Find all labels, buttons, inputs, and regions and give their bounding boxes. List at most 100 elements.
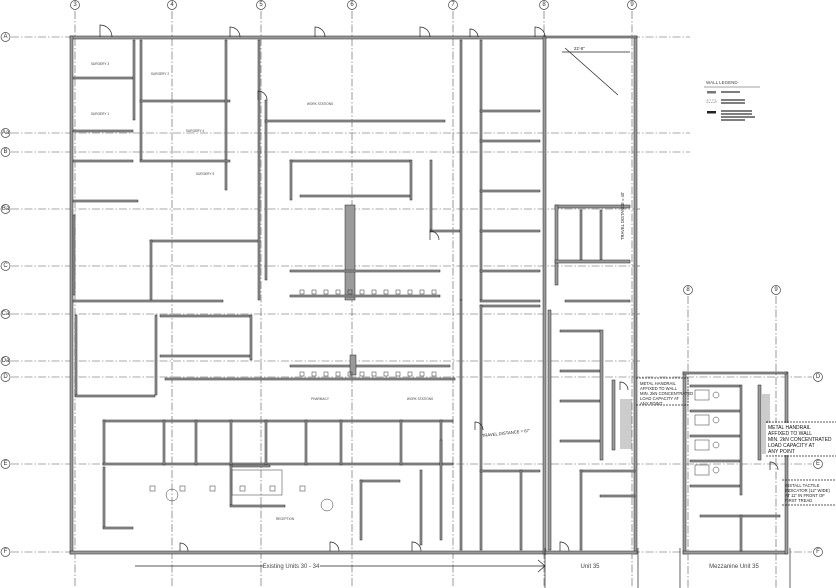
grid-bubble — [813, 459, 823, 469]
tactile-indicator-note: INSTALL TACTILE INDICATOR (12" WIDE) AT … — [782, 479, 836, 506]
svg-text:LOAD CAPACITY AT: LOAD CAPACITY AT — [640, 396, 680, 401]
dimension-top: 22'-8" — [574, 46, 585, 51]
chair — [359, 289, 365, 295]
grid-label: Da — [2, 358, 10, 364]
wall — [229, 419, 233, 466]
chair — [407, 371, 413, 377]
wall — [479, 469, 541, 473]
svg-text:ANY POINT: ANY POINT — [768, 449, 795, 455]
wall — [757, 384, 762, 461]
grid-bubble — [0, 128, 11, 138]
table — [320, 498, 334, 512]
wall — [554, 204, 559, 286]
wall — [159, 314, 251, 318]
wall — [559, 369, 601, 373]
door-swing — [469, 28, 479, 38]
door-swing — [179, 542, 189, 552]
door-swing — [411, 541, 422, 552]
grid-bubble — [347, 0, 357, 10]
svg-text:AT 11" IN FRONT OF: AT 11" IN FRONT OF — [785, 493, 825, 498]
wall — [264, 119, 446, 123]
room-label: WORK STATIONS — [407, 397, 433, 401]
wall — [72, 129, 134, 133]
grid-label: D — [816, 374, 821, 380]
unit-35-label: Unit 35 — [580, 564, 600, 570]
svg-text:METAL HANDRAIL: METAL HANDRAIL — [640, 381, 677, 386]
wall — [554, 204, 631, 209]
grid-bubble — [70, 0, 80, 10]
wall — [479, 39, 483, 301]
svg-text:INDICATOR (12" WIDE): INDICATOR (12" WIDE) — [785, 488, 830, 493]
chair — [209, 485, 216, 492]
wall — [289, 159, 411, 163]
wall — [102, 419, 106, 466]
room-label: SURGERY 2 — [151, 72, 170, 76]
door-swing — [419, 26, 431, 38]
grid-bubble — [0, 204, 11, 214]
wall — [264, 99, 268, 281]
grid-bubble — [256, 0, 266, 10]
grid-bubble — [813, 547, 823, 557]
grid-bubble — [0, 459, 11, 469]
wall — [554, 259, 631, 264]
wall — [69, 35, 547, 40]
door-swing — [429, 230, 440, 241]
grid-label: 9 — [630, 2, 634, 8]
chair — [371, 289, 377, 295]
grid-label: E — [3, 461, 7, 467]
wall — [429, 229, 461, 233]
wall — [249, 314, 253, 361]
room-label: WORK STATIONS — [307, 102, 333, 106]
grid-label: E — [816, 461, 820, 467]
chair — [371, 371, 377, 377]
svg-text:MIN. 2kN CONCENTRATED: MIN. 2kN CONCENTRATED — [768, 437, 832, 443]
svg-text:METAL HANDRAIL: METAL HANDRAIL — [768, 425, 811, 431]
wall — [479, 189, 541, 193]
wall — [682, 550, 788, 555]
wall — [559, 439, 601, 443]
wall — [102, 462, 454, 466]
existing-units-label: Existing Units 30 - 34 — [263, 564, 320, 570]
chair — [712, 416, 720, 424]
wall — [229, 504, 286, 508]
room-label: SURGERY 1 — [91, 112, 110, 116]
wall — [264, 419, 268, 466]
wall-legend-title: WALL LEGEND — [706, 80, 738, 85]
chair — [179, 485, 186, 492]
wall — [149, 239, 261, 243]
chair — [395, 289, 401, 295]
chair — [323, 371, 329, 377]
grid-bubble — [0, 309, 11, 319]
chair — [419, 289, 425, 295]
chair — [712, 391, 720, 399]
wall — [289, 269, 441, 273]
grid-label: F — [816, 549, 820, 555]
chair — [383, 289, 389, 295]
wall — [74, 394, 156, 398]
svg-text:AFFIXED TO WALL: AFFIXED TO WALL — [768, 431, 812, 437]
chair — [431, 371, 437, 377]
svg-text:ANY POINT: ANY POINT — [640, 401, 663, 406]
svg-text:INSTALL TACTILE: INSTALL TACTILE — [785, 483, 820, 488]
wall — [339, 419, 343, 466]
chair — [239, 485, 246, 492]
chair — [335, 371, 341, 377]
chair — [431, 289, 437, 295]
door-swing — [99, 24, 113, 38]
wall — [544, 35, 638, 39]
wall — [439, 439, 443, 541]
chair — [712, 441, 720, 449]
mezzanine-label: Mezzanine Unit 35 — [709, 564, 759, 570]
wall — [579, 469, 636, 473]
room-label: RECEPTION — [276, 517, 295, 521]
svg-text:LOAD CAPACITY AT: LOAD CAPACITY AT — [768, 443, 815, 449]
grid-bubble — [167, 0, 177, 10]
wall — [579, 469, 583, 551]
wall — [194, 419, 198, 466]
wall — [599, 329, 604, 461]
wall — [72, 199, 139, 203]
grid-label: Ca — [2, 311, 10, 317]
wall — [72, 76, 134, 80]
grid-label: 8 — [542, 2, 546, 8]
